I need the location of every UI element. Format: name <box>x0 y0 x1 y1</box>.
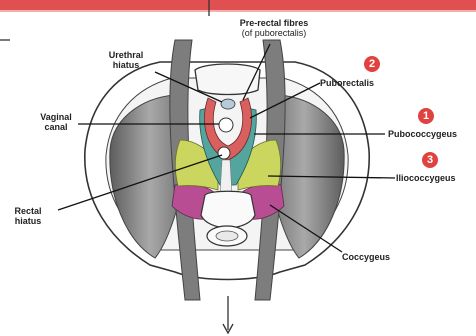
label-urethral-hiatus: Urethral hiatus <box>98 50 154 70</box>
vaginal-opening <box>219 118 233 132</box>
label-rectal-hiatus: Rectal hiatus <box>6 206 50 226</box>
badge-puborectalis: 2 <box>364 56 380 72</box>
label-vaginal-canal: Vaginal canal <box>34 112 78 132</box>
label-iliococcygeus: Iliococcygeus <box>396 173 456 183</box>
label-puborectalis: Puborectalis <box>320 78 374 88</box>
label-prerectal-fibres: Pre-rectal fibres (of puborectalis) <box>222 18 326 38</box>
badge-pubococcygeus: 1 <box>418 108 434 124</box>
label-urethral-line1: Urethral <box>109 50 144 60</box>
pubic-bone <box>195 64 260 95</box>
coccyx-inner <box>216 231 238 241</box>
label-prerectal-line1: Pre-rectal fibres <box>240 18 309 28</box>
label-vaginal-line1: Vaginal <box>40 112 72 122</box>
label-rectal-line2: hiatus <box>6 216 50 226</box>
rectal-opening <box>218 147 230 159</box>
label-vaginal-line2: canal <box>34 122 78 132</box>
badge-iliococcygeus: 3 <box>422 152 438 168</box>
label-rectal-line1: Rectal <box>14 206 41 216</box>
sacrum <box>201 191 255 228</box>
label-prerectal-line2: (of puborectalis) <box>222 28 326 38</box>
label-pubococcygeus: Pubococcygeus <box>388 129 457 139</box>
anococcygeal-body <box>220 160 232 195</box>
urethral-hiatus <box>221 99 235 109</box>
label-coccygeus: Coccygeus <box>342 252 390 262</box>
label-urethral-line2: hiatus <box>98 60 154 70</box>
